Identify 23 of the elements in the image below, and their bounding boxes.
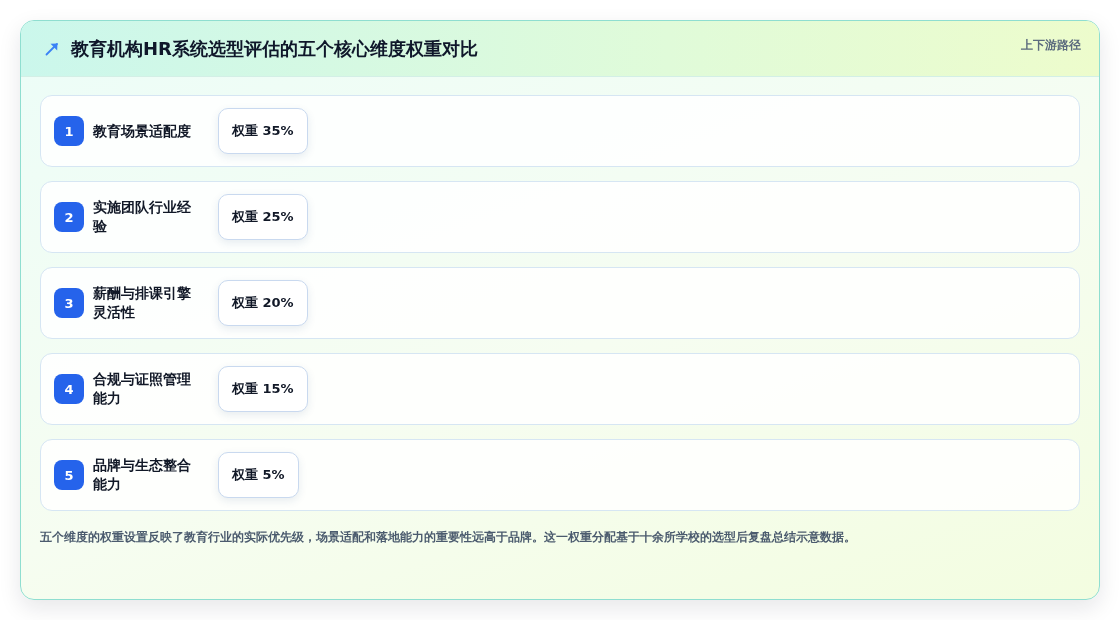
dimension-card <box>40 95 1080 167</box>
weight-tag: 权重 15% <box>218 366 308 412</box>
dimension-card <box>40 181 1080 253</box>
diagram-title: 教育机构HR系统选型评估的五个核心维度权重对比 <box>71 37 478 61</box>
weight-tag: 权重 5% <box>218 452 299 498</box>
dimension-label: 教育场景适配度 <box>93 121 192 141</box>
dimension-label: 合规与证照管理能力 <box>93 370 192 408</box>
weight-tag: 权重 20% <box>218 280 308 326</box>
dimension-card <box>40 439 1080 511</box>
weight-tag: 权重 25% <box>218 194 308 240</box>
dimension-label: 实施团队行业经验 <box>93 198 192 236</box>
weight-tag: 权重 35% <box>218 108 308 154</box>
dimension-label: 品牌与生态整合能力 <box>93 456 192 494</box>
number-badge: 1 <box>54 116 84 146</box>
number-badge: 5 <box>54 460 84 490</box>
dimension-label: 薪酬与排课引擎灵活性 <box>93 284 192 322</box>
caption-note: 五个维度的权重设置反映了教育行业的实际优先级，场景适配和落地能力的重要性远高于品牌。这一权重分配基于十余所学校的选型后复盘总结示意数据。 <box>40 529 856 546</box>
dimension-card <box>40 353 1080 425</box>
path-note: 上下游路径 <box>1021 37 1081 54</box>
number-badge: 2 <box>54 202 84 232</box>
dimension-card <box>40 267 1080 339</box>
number-badge: 4 <box>54 374 84 404</box>
number-badge: 3 <box>54 288 84 318</box>
